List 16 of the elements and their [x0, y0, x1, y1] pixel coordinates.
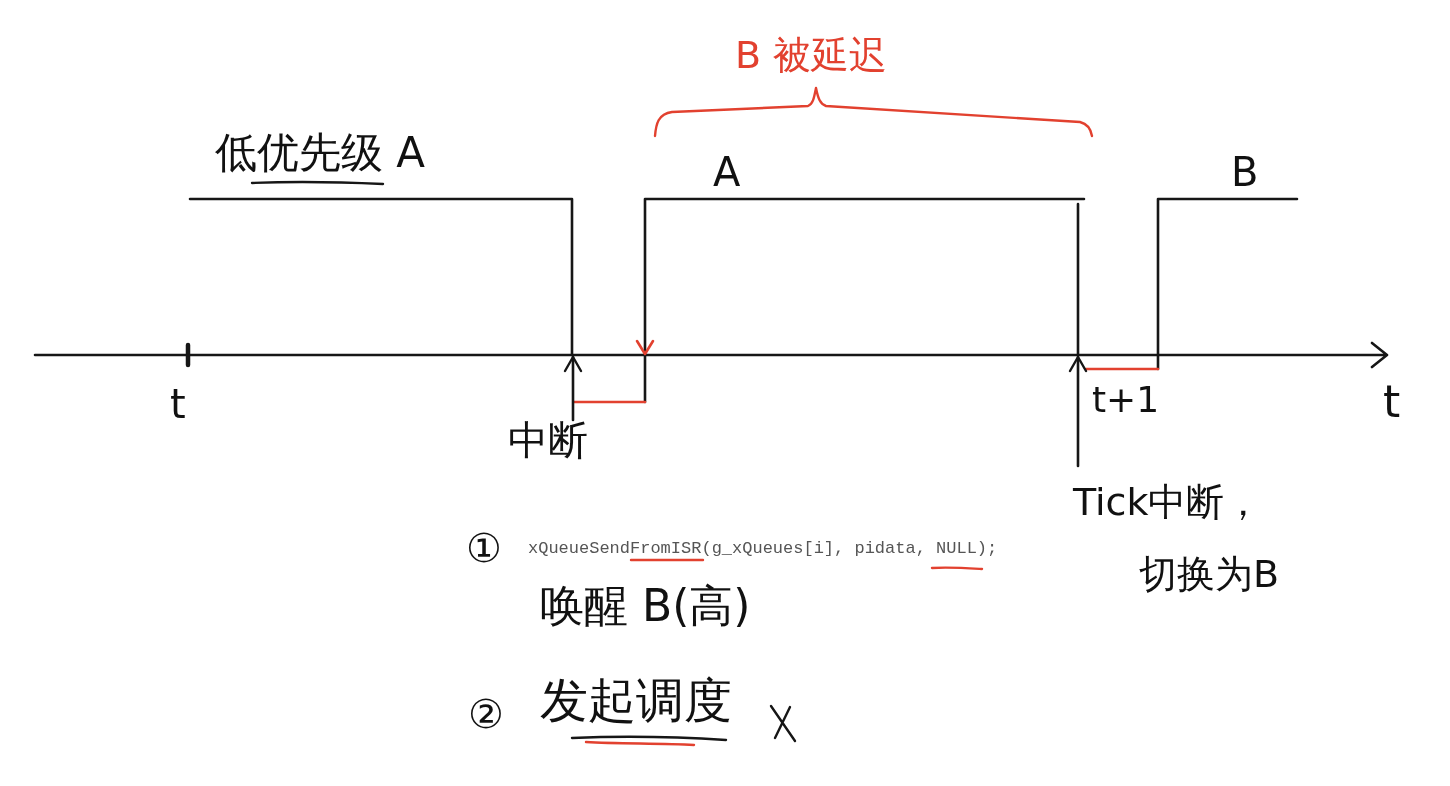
code-text: xQueueSendFromISR(g_xQueues[i], pidata, NULL); — [528, 540, 998, 557]
axis-label: t — [1383, 380, 1401, 424]
arrow — [563, 355, 583, 422]
arrow — [1068, 355, 1088, 468]
annotation-text: B 被延迟 — [735, 36, 888, 74]
tick-label: t+1 — [1092, 382, 1160, 418]
annotation-text: 唤醒 B(高) — [540, 584, 751, 628]
tick-label: t — [170, 384, 186, 424]
step-number: ② — [468, 694, 504, 734]
signal-label: A — [713, 152, 741, 192]
signal-label: B — [1231, 152, 1259, 192]
annotation-text: 中断 — [508, 420, 588, 460]
step-number: ① — [466, 528, 502, 568]
annotation-text: 发起调度 — [540, 676, 732, 724]
annotation-text: 低优先级 A — [215, 132, 426, 174]
annotation-text: Tick中断，切换为B — [1073, 466, 1289, 611]
